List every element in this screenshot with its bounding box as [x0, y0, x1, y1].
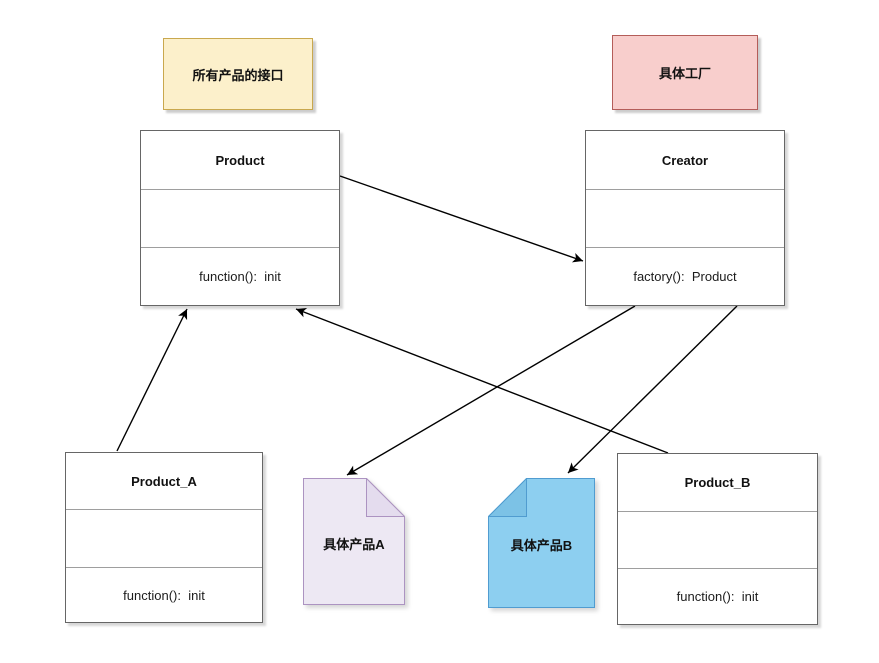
- class-product-a-method: function(): init: [123, 587, 205, 603]
- doc-note-concrete-product-a[interactable]: 具体产品A: [303, 478, 405, 605]
- class-product-b-fields-empty: [618, 511, 817, 569]
- sticky-note-label: 所有产品的接口: [192, 67, 284, 83]
- class-product[interactable]: Product function(): init: [140, 130, 340, 306]
- class-product-title: Product: [215, 152, 265, 168]
- sticky-note-concrete-factory[interactable]: 具体工厂: [612, 35, 758, 110]
- class-product-a-fields-empty: [66, 509, 262, 568]
- class-creator-title: Creator: [661, 152, 709, 168]
- arrow-productA-to-product: [116, 308, 188, 452]
- arrow-product-to-creator: [339, 175, 584, 263]
- class-creator-fields-empty: [586, 189, 784, 248]
- doc-note-label: 具体产品B: [510, 538, 573, 554]
- class-product-b-title: Product_B: [684, 475, 751, 490]
- arrow-creator-to-noteB: [567, 305, 738, 474]
- class-product-fields-empty: [141, 189, 339, 248]
- note-a-fold: [366, 478, 405, 517]
- class-product-method: function(): init: [199, 269, 281, 284]
- class-creator[interactable]: Creator factory(): Product: [585, 130, 785, 306]
- sticky-note-all-products-interface[interactable]: 所有产品的接口: [163, 38, 313, 110]
- doc-note-concrete-product-b[interactable]: 具体产品B: [488, 478, 595, 608]
- note-b-fold: [488, 478, 527, 517]
- class-product-a-title: Product_A: [131, 473, 197, 489]
- class-product-b[interactable]: Product_B function(): init: [617, 453, 818, 625]
- doc-note-label: 具体产品A: [323, 536, 385, 552]
- arrow-productB-to-product: [295, 307, 669, 454]
- arrow-creator-to-noteA: [346, 305, 636, 476]
- class-creator-method: factory(): Product: [633, 269, 737, 284]
- sticky-note-label: 具体工厂: [658, 66, 711, 81]
- class-product-a[interactable]: Product_A function(): init: [65, 452, 263, 623]
- class-product-b-method: function(): init: [676, 589, 759, 604]
